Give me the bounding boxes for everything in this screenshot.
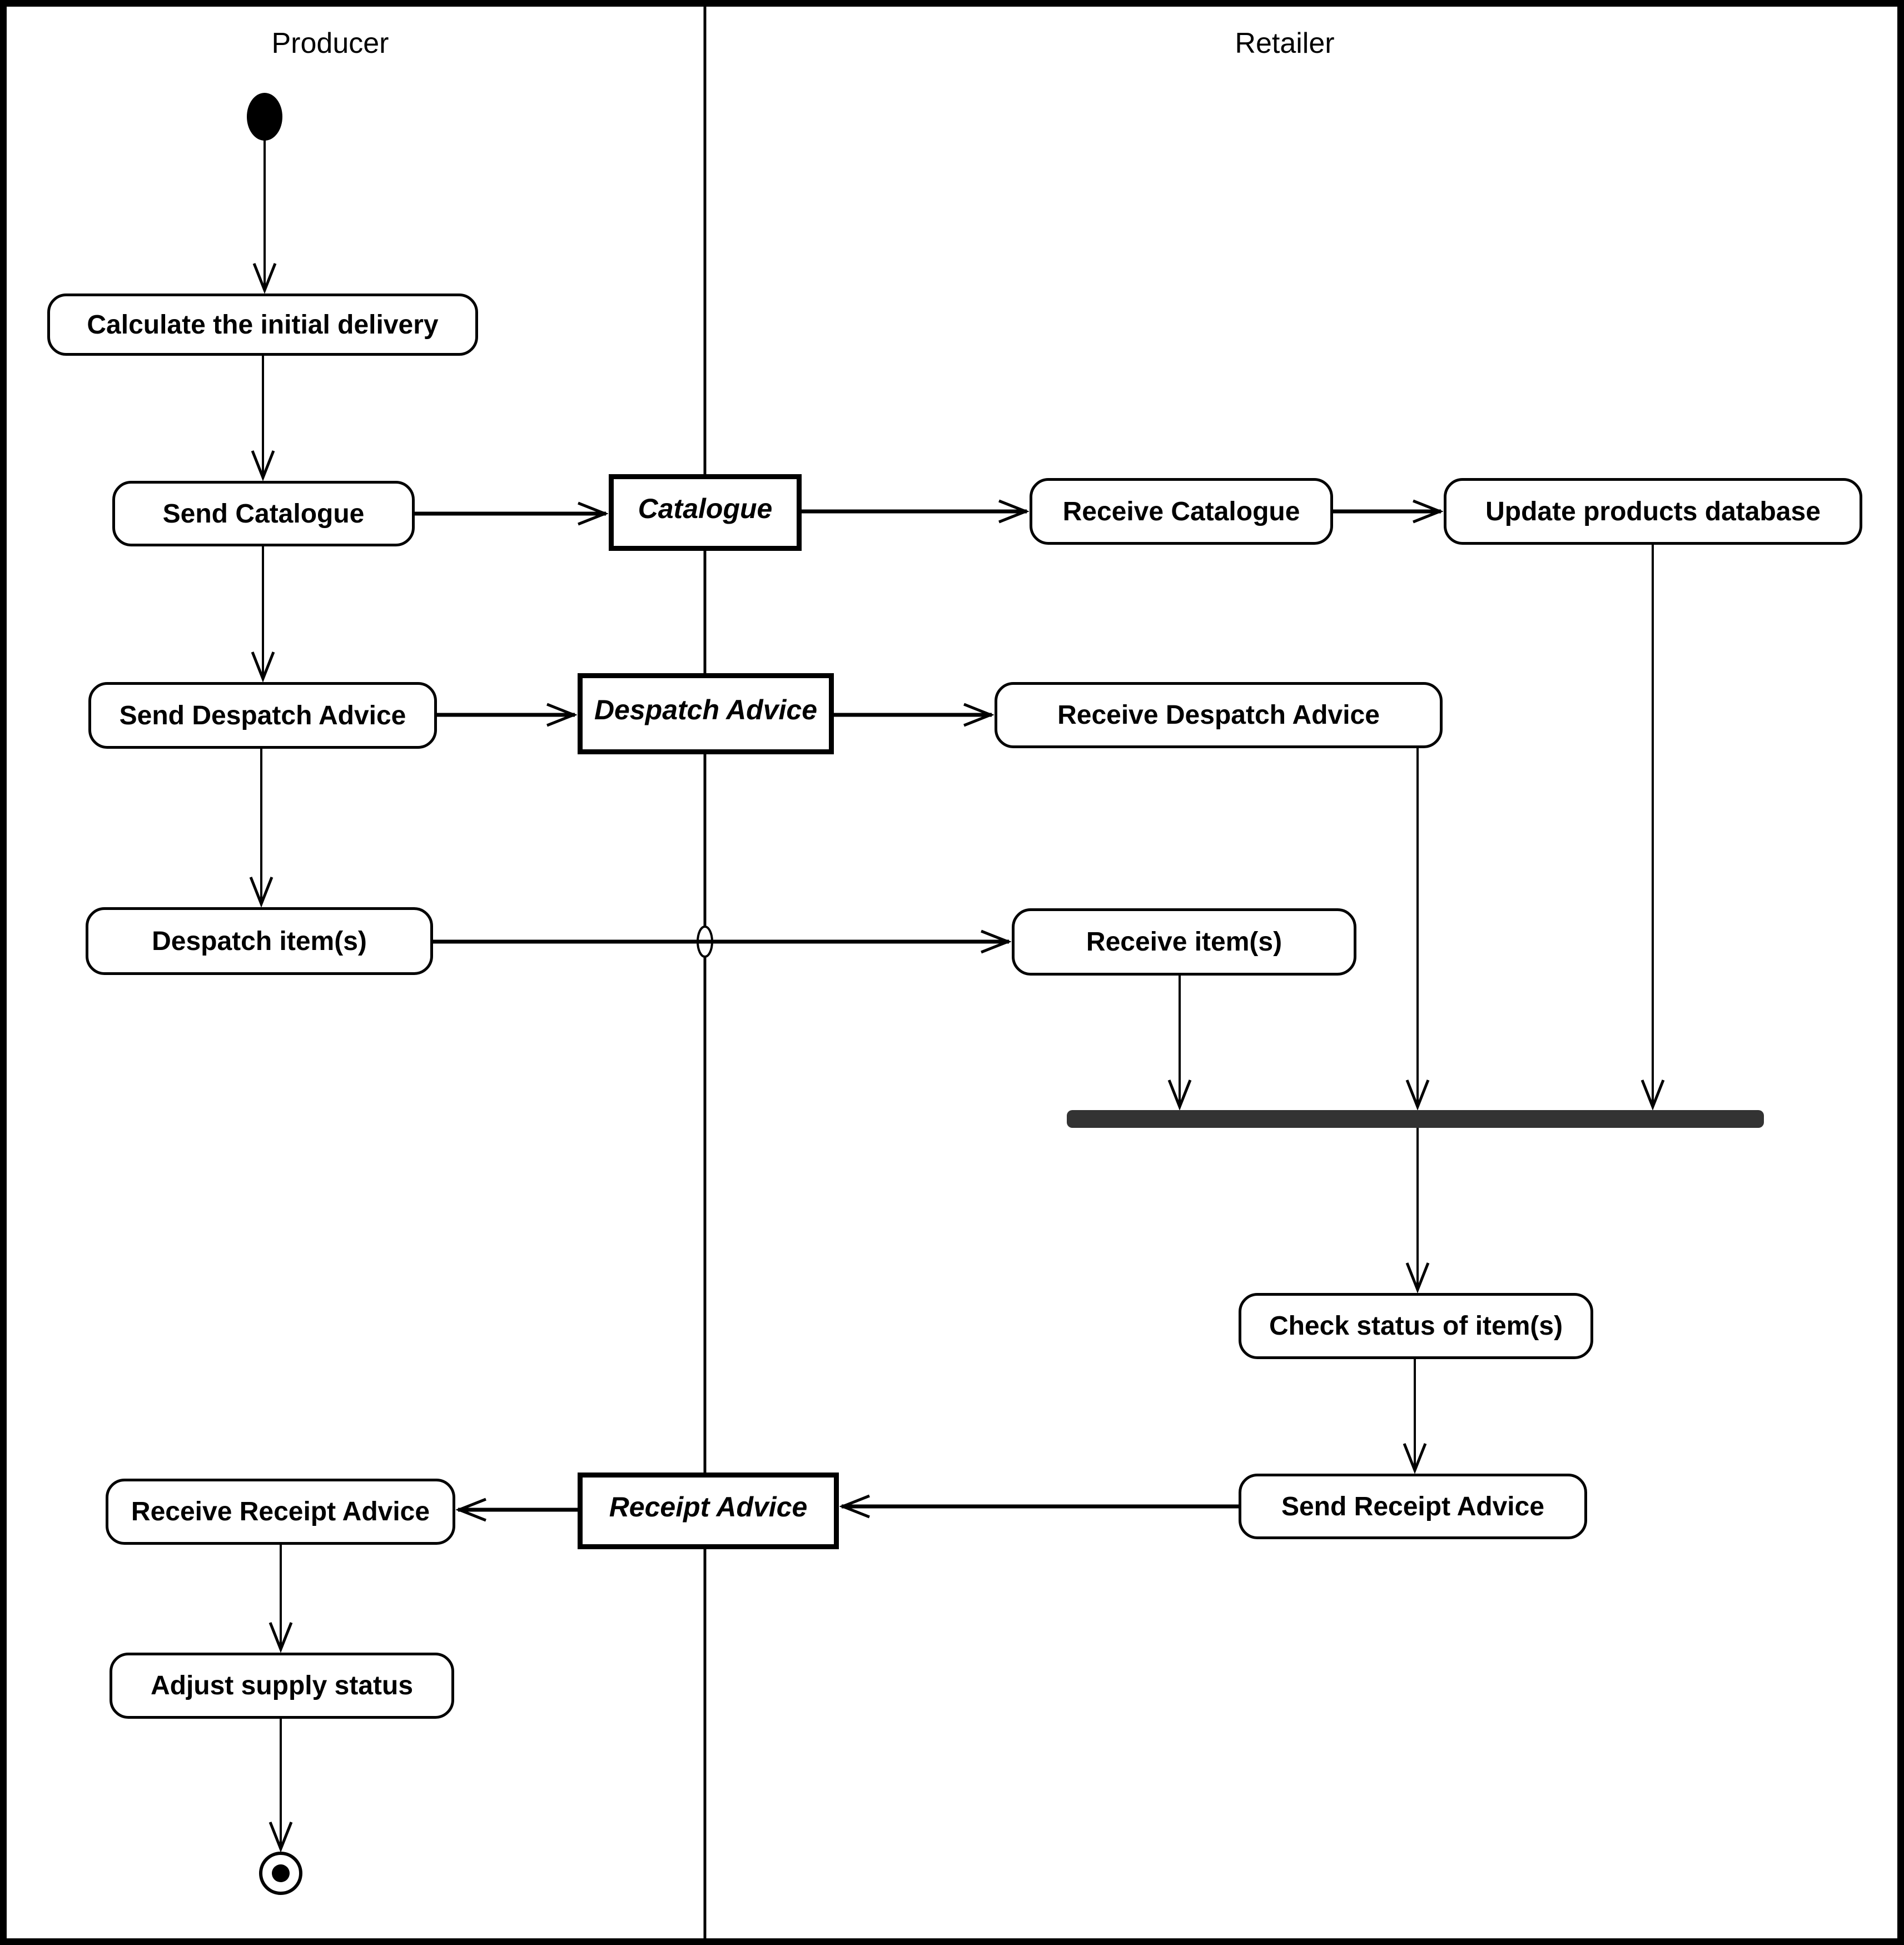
activity-despatch-items: Despatch item(s) [86, 907, 433, 975]
activity-send-catalogue: Send Catalogue [112, 481, 415, 546]
activity-check-status-of-items: Check status of item(s) [1239, 1293, 1593, 1359]
activity-update-products-database: Update products database [1444, 478, 1862, 545]
activity-receive-catalogue: Receive Catalogue [1030, 478, 1333, 545]
activity-receive-items: Receive item(s) [1012, 908, 1356, 976]
object-node-receipt-advice: Receipt Advice [578, 1473, 839, 1549]
initial-node [247, 93, 282, 141]
activity-adjust-supply-status: Adjust supply status [110, 1653, 454, 1719]
activity-receive-receipt-advice: Receive Receipt Advice [106, 1479, 455, 1545]
object-node-despatch-advice: Despatch Advice [578, 673, 834, 754]
activity-calculate-initial-delivery: Calculate the initial delivery [47, 294, 478, 356]
lane-label-retailer: Retailer [1235, 27, 1335, 59]
join-bar [1067, 1110, 1764, 1128]
activity-send-receipt-advice: Send Receipt Advice [1239, 1474, 1587, 1539]
final-node-dot [272, 1864, 290, 1882]
object-node-catalogue: Catalogue [609, 474, 802, 551]
activity-receive-despatch-advice: Receive Despatch Advice [995, 682, 1443, 748]
activity-send-despatch-advice: Send Despatch Advice [88, 682, 437, 749]
lane-label-producer: Producer [271, 27, 389, 59]
